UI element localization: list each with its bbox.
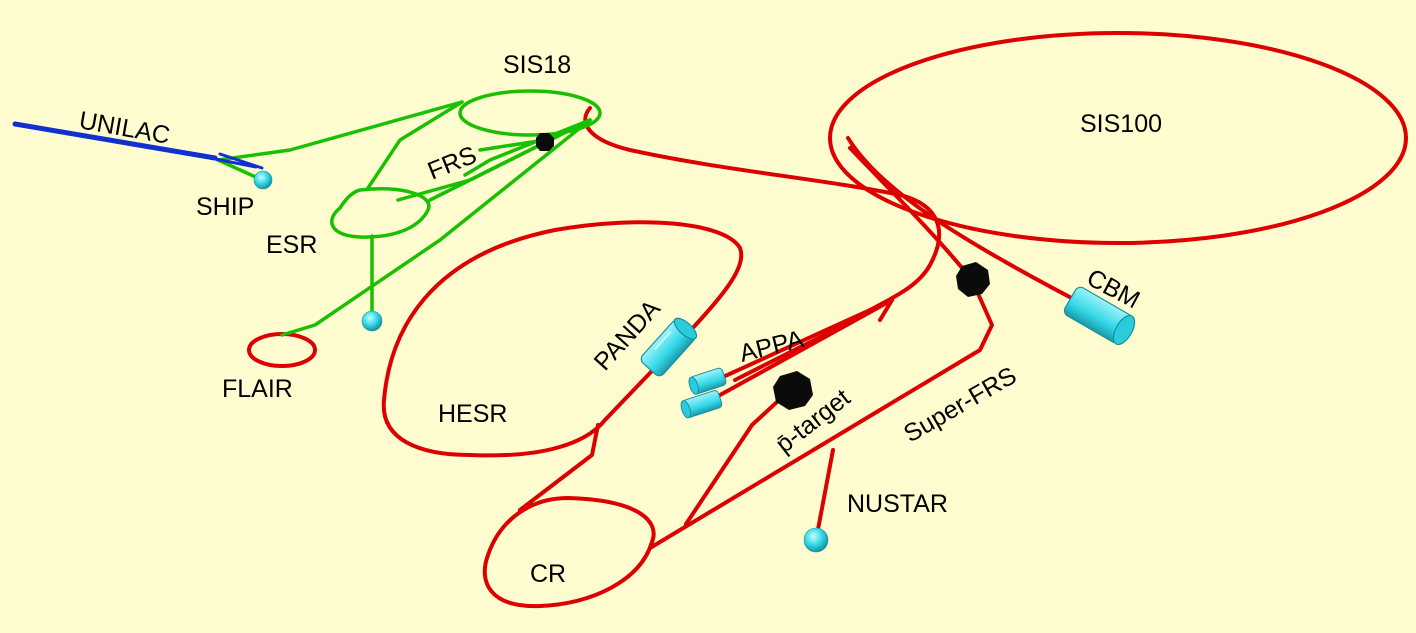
frs-to-target-line [478, 138, 547, 152]
appa-line-upper [710, 298, 894, 384]
sis100-ring [828, 31, 1408, 245]
frs-target-octagon-icon [536, 133, 554, 151]
sphere-icon [253, 170, 829, 553]
sis18-to-esr-line [366, 100, 464, 190]
label-esr: ESR [266, 231, 317, 259]
esr-ring [330, 186, 431, 239]
flair-ring [247, 332, 317, 368]
sis18-to-frs-line-2 [463, 118, 592, 177]
label-sis18: SIS18 [503, 51, 571, 79]
new-facility-beamlines [247, 31, 1408, 609]
cbm-cylinder-icon [1063, 286, 1136, 346]
label-super-frs: Super-FRS [899, 361, 1021, 448]
sis100-to-cbm-line [846, 136, 1087, 307]
super-frs-target-octagon-icon [956, 262, 990, 297]
label-sis100: SIS100 [1080, 110, 1162, 138]
pbar-target-octagon-icon [773, 371, 813, 410]
panda-cylinder-icon [640, 317, 698, 377]
unilac-to-sis18-line [216, 100, 464, 162]
sis18-to-sis100-transfer-line [583, 106, 942, 382]
esr-sphere-icon [361, 310, 383, 332]
flair-to-pbar-line [878, 298, 894, 322]
nustar-sphere-icon [803, 527, 829, 553]
super-frs-to-nustar-line [814, 448, 835, 542]
appa-cylinder-lower-icon [680, 390, 723, 419]
sis18-ring [458, 89, 602, 137]
unilac-linac [12, 121, 264, 170]
label-ship: SHIP [196, 193, 254, 221]
sis18-to-frs-line-3 [428, 118, 592, 202]
label-hesr: HESR [438, 400, 507, 428]
label-nustar: NUSTAR [847, 490, 948, 518]
appa-cylinder-upper-icon [688, 367, 727, 395]
existing-facility-beamlines [216, 89, 602, 337]
appa-line-lower [700, 298, 894, 407]
label-flair: FLAIR [222, 375, 293, 403]
hesr-ring [381, 220, 744, 458]
label-cr: CR [530, 560, 566, 588]
sis100-to-super-frs-line [848, 146, 974, 282]
cr-ring [482, 496, 656, 609]
hesr-to-cr-line [518, 423, 600, 512]
ship-sphere-icon [253, 170, 273, 190]
ship-branch-line [216, 158, 260, 180]
sis18-to-flair-line [280, 118, 592, 337]
super-frs-line [648, 278, 994, 550]
